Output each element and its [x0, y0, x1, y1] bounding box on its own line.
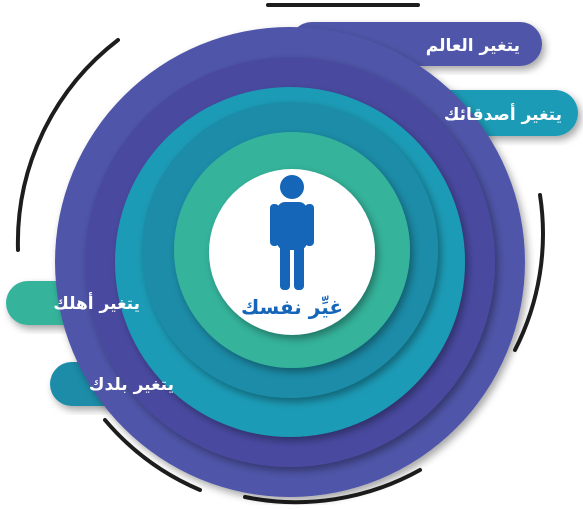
arc-left: [15, 38, 120, 252]
center-label: غيِّر نفسك: [241, 295, 343, 319]
center-circle: [209, 169, 375, 335]
arc-right: [513, 193, 545, 352]
arc-bottom-right: [243, 468, 422, 505]
label-world: يتغير العالم: [426, 36, 520, 56]
person-icon: [270, 175, 314, 290]
arc-bottom-left: [103, 418, 202, 492]
label-friends: يتغير أصدقائك: [444, 103, 562, 125]
label-country: يتغير بلدك: [89, 375, 174, 395]
decorative-arcs: [15, 3, 545, 505]
label-family: يتغير أهلك: [53, 292, 140, 314]
